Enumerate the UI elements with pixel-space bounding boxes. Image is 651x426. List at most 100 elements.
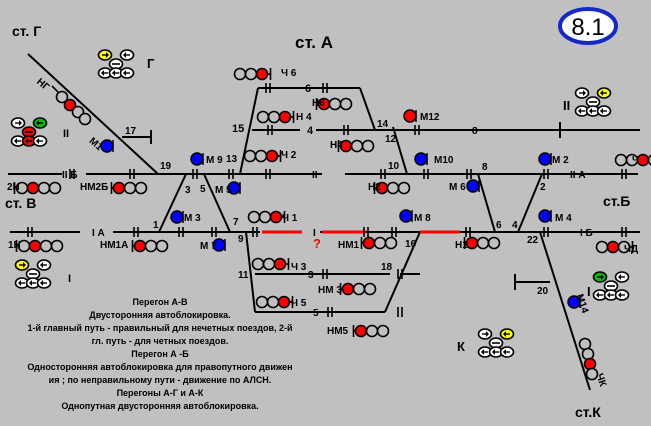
panel-k bbox=[477, 328, 515, 358]
signal-lamp bbox=[373, 236, 387, 250]
panel-label: I bbox=[68, 273, 71, 285]
signal-lamp bbox=[265, 149, 279, 163]
station-g-title: ст. Г bbox=[12, 23, 41, 39]
signal-label: ЧК bbox=[594, 372, 609, 389]
shunting-lamp bbox=[170, 210, 184, 224]
signal-lamp bbox=[63, 98, 77, 112]
signal-label: Н2 bbox=[368, 182, 381, 193]
signal-label: Ч 2 bbox=[281, 150, 297, 161]
note-line: Однопутная двусторонняя автоблокировка. bbox=[61, 401, 259, 411]
station-k-title: ст.К bbox=[575, 404, 601, 420]
signal-m7 bbox=[212, 238, 226, 252]
signal-lamp bbox=[262, 257, 276, 271]
track-label: I Б bbox=[580, 228, 593, 239]
signal-lamp bbox=[254, 149, 268, 163]
signal-lamp bbox=[39, 239, 53, 253]
track-label: 13 bbox=[226, 154, 238, 165]
signal-lamp bbox=[123, 181, 137, 195]
signal-lamp bbox=[585, 367, 599, 381]
direction-indicator bbox=[32, 117, 48, 129]
station-a-title: ст. А bbox=[295, 33, 333, 52]
signal-lamp bbox=[155, 239, 169, 253]
signal-m6 bbox=[466, 179, 480, 193]
panel-i-right bbox=[592, 271, 630, 301]
signal-lamp bbox=[247, 210, 261, 224]
shunting-lamp bbox=[403, 109, 417, 123]
signal-ch1 bbox=[247, 210, 286, 224]
signal-lamp bbox=[595, 240, 609, 254]
signal-lamp bbox=[365, 324, 379, 338]
track-label: 8 bbox=[472, 126, 478, 137]
direction-indicator bbox=[10, 117, 26, 129]
note-line: Перегон А-В bbox=[132, 297, 188, 307]
track-label: 12 bbox=[385, 134, 397, 145]
direction-indicator bbox=[574, 87, 590, 99]
signal-lamp bbox=[78, 112, 92, 126]
signal-label: Н4 bbox=[330, 140, 343, 151]
track-label: I А bbox=[92, 228, 105, 239]
signal-label: Ч bbox=[632, 155, 639, 166]
track-label: 3 bbox=[185, 185, 191, 196]
track-label: 20 bbox=[537, 286, 549, 297]
signal-lamp bbox=[362, 236, 376, 250]
signal-label: М10 bbox=[434, 155, 454, 166]
signal-label: Н6 bbox=[312, 98, 325, 109]
track-label: 7 bbox=[233, 217, 239, 228]
signal-label: НГ bbox=[34, 76, 51, 93]
track-labels: 6 4 15 14 12 8 17 19 13 10 8 2 II Б II I… bbox=[62, 83, 593, 319]
signal-lamp bbox=[273, 257, 287, 271]
signal-lamp bbox=[581, 347, 595, 361]
track-label: 19 bbox=[160, 161, 172, 172]
signal-lamp bbox=[339, 97, 353, 111]
signal-labels: Ч 6 Н6 Н 4 Н4 Ч 2 Н2 М12 М10 М 9 М 5 М 6… bbox=[7, 68, 639, 389]
signal-lamp bbox=[363, 282, 377, 296]
signal-label: Ч 3 bbox=[291, 262, 307, 273]
direction-indicator bbox=[36, 259, 52, 271]
direction-indicator bbox=[108, 67, 124, 79]
track-label: 5 bbox=[313, 308, 319, 319]
panel-label: I bbox=[587, 284, 591, 299]
track-label: 3 bbox=[308, 270, 314, 281]
station-b-title: ст.Б bbox=[603, 193, 630, 209]
signal-ch bbox=[614, 153, 651, 167]
panel-i-left bbox=[14, 259, 52, 289]
direction-indicator bbox=[25, 277, 41, 289]
signal-lamp bbox=[134, 181, 148, 195]
signal-m2 bbox=[538, 152, 552, 166]
badge-text: 8.1 bbox=[571, 14, 604, 41]
note-line: 1-й главный путь - правильный для нечетн… bbox=[27, 323, 293, 333]
track-label: 9 bbox=[238, 234, 244, 245]
signal-label: Ч 6 bbox=[281, 68, 297, 79]
track-label: 14 bbox=[377, 119, 389, 130]
signal-lamp bbox=[28, 239, 42, 253]
notes-block: Перегон А-В Двусторонняя автоблокировка.… bbox=[10, 296, 310, 413]
direction-indicator bbox=[97, 49, 113, 61]
signal-label: М 2 bbox=[552, 155, 569, 166]
track-label: 8 bbox=[482, 162, 488, 173]
direction-indicator bbox=[119, 49, 135, 61]
shunting-lamp bbox=[538, 209, 552, 223]
shunting-lamp bbox=[538, 152, 552, 166]
shunting-lamp bbox=[190, 152, 204, 166]
panel-ii-left bbox=[10, 117, 48, 147]
panel-label: II bbox=[63, 128, 69, 140]
note-line: Перегоны А-Г и А-К bbox=[116, 388, 204, 398]
signal-lamp bbox=[384, 236, 398, 250]
direction-indicator bbox=[36, 277, 52, 289]
note-line: ия ; по неправильному пути - движение по… bbox=[48, 375, 272, 385]
note-line: Двусторонняя автоблокировка. bbox=[89, 310, 231, 320]
signal-lamp bbox=[476, 236, 490, 250]
signal-label: 2Н bbox=[7, 182, 20, 193]
signal-n6 bbox=[315, 97, 353, 111]
signal-lamp bbox=[255, 67, 269, 81]
signal-lamp bbox=[350, 139, 364, 153]
signal-m14 bbox=[567, 295, 581, 309]
direction-indicator bbox=[14, 259, 30, 271]
signal-lamp bbox=[48, 181, 62, 195]
track-label: 5 bbox=[200, 184, 206, 195]
signal-ch3 bbox=[251, 257, 290, 271]
signal-nm1 bbox=[360, 236, 398, 250]
note-line: гл. путь - для четных поездов. bbox=[91, 336, 229, 346]
direction-indicator bbox=[477, 328, 493, 340]
track-label: 17 bbox=[125, 126, 137, 137]
